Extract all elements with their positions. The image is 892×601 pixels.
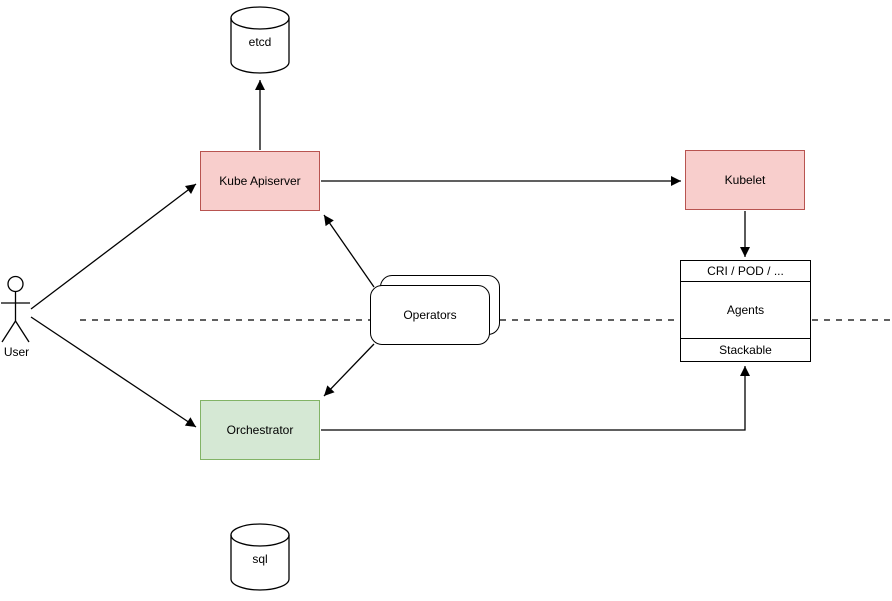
agents-stack-header: CRI / POD / ...: [681, 261, 810, 282]
edge-operators-to-kube-apiserver: [323, 214, 375, 288]
agents-stack-body: Agents: [681, 282, 810, 338]
sql-label: sql: [252, 552, 268, 566]
agents-header-label: CRI / POD / ...: [707, 264, 784, 278]
user-label: User: [3, 345, 30, 359]
orchestrator-label: Orchestrator: [226, 423, 294, 437]
etcd-cylinder-icon: [230, 6, 290, 74]
node-operators[interactable]: Operators: [370, 275, 500, 345]
node-orchestrator[interactable]: Orchestrator: [200, 400, 320, 460]
user-actor-icon[interactable]: [0, 274, 60, 364]
node-kubelet[interactable]: Kubelet: [685, 150, 805, 210]
node-etcd-database[interactable]: etcd: [230, 5, 290, 75]
edge-orchestrator-to-stackable: [321, 366, 750, 431]
node-sql-database[interactable]: sql: [230, 522, 290, 592]
node-kube-apiserver[interactable]: Kube Apiserver: [200, 151, 320, 211]
node-agents-stack[interactable]: CRI / POD / ... Agents Stackable: [680, 260, 811, 362]
operators-front-card: Operators: [370, 285, 490, 345]
kubelet-label: Kubelet: [724, 173, 766, 187]
sql-cylinder-icon: [230, 523, 290, 591]
agents-stack-footer: Stackable: [681, 338, 810, 361]
etcd-label: etcd: [248, 35, 272, 49]
operators-label: Operators: [403, 308, 457, 322]
edge-operators-to-orchestrator: [323, 343, 375, 397]
agents-body-label: Agents: [726, 303, 765, 317]
kube-apiserver-label: Kube Apiserver: [219, 174, 301, 188]
agents-footer-label: Stackable: [719, 343, 772, 357]
